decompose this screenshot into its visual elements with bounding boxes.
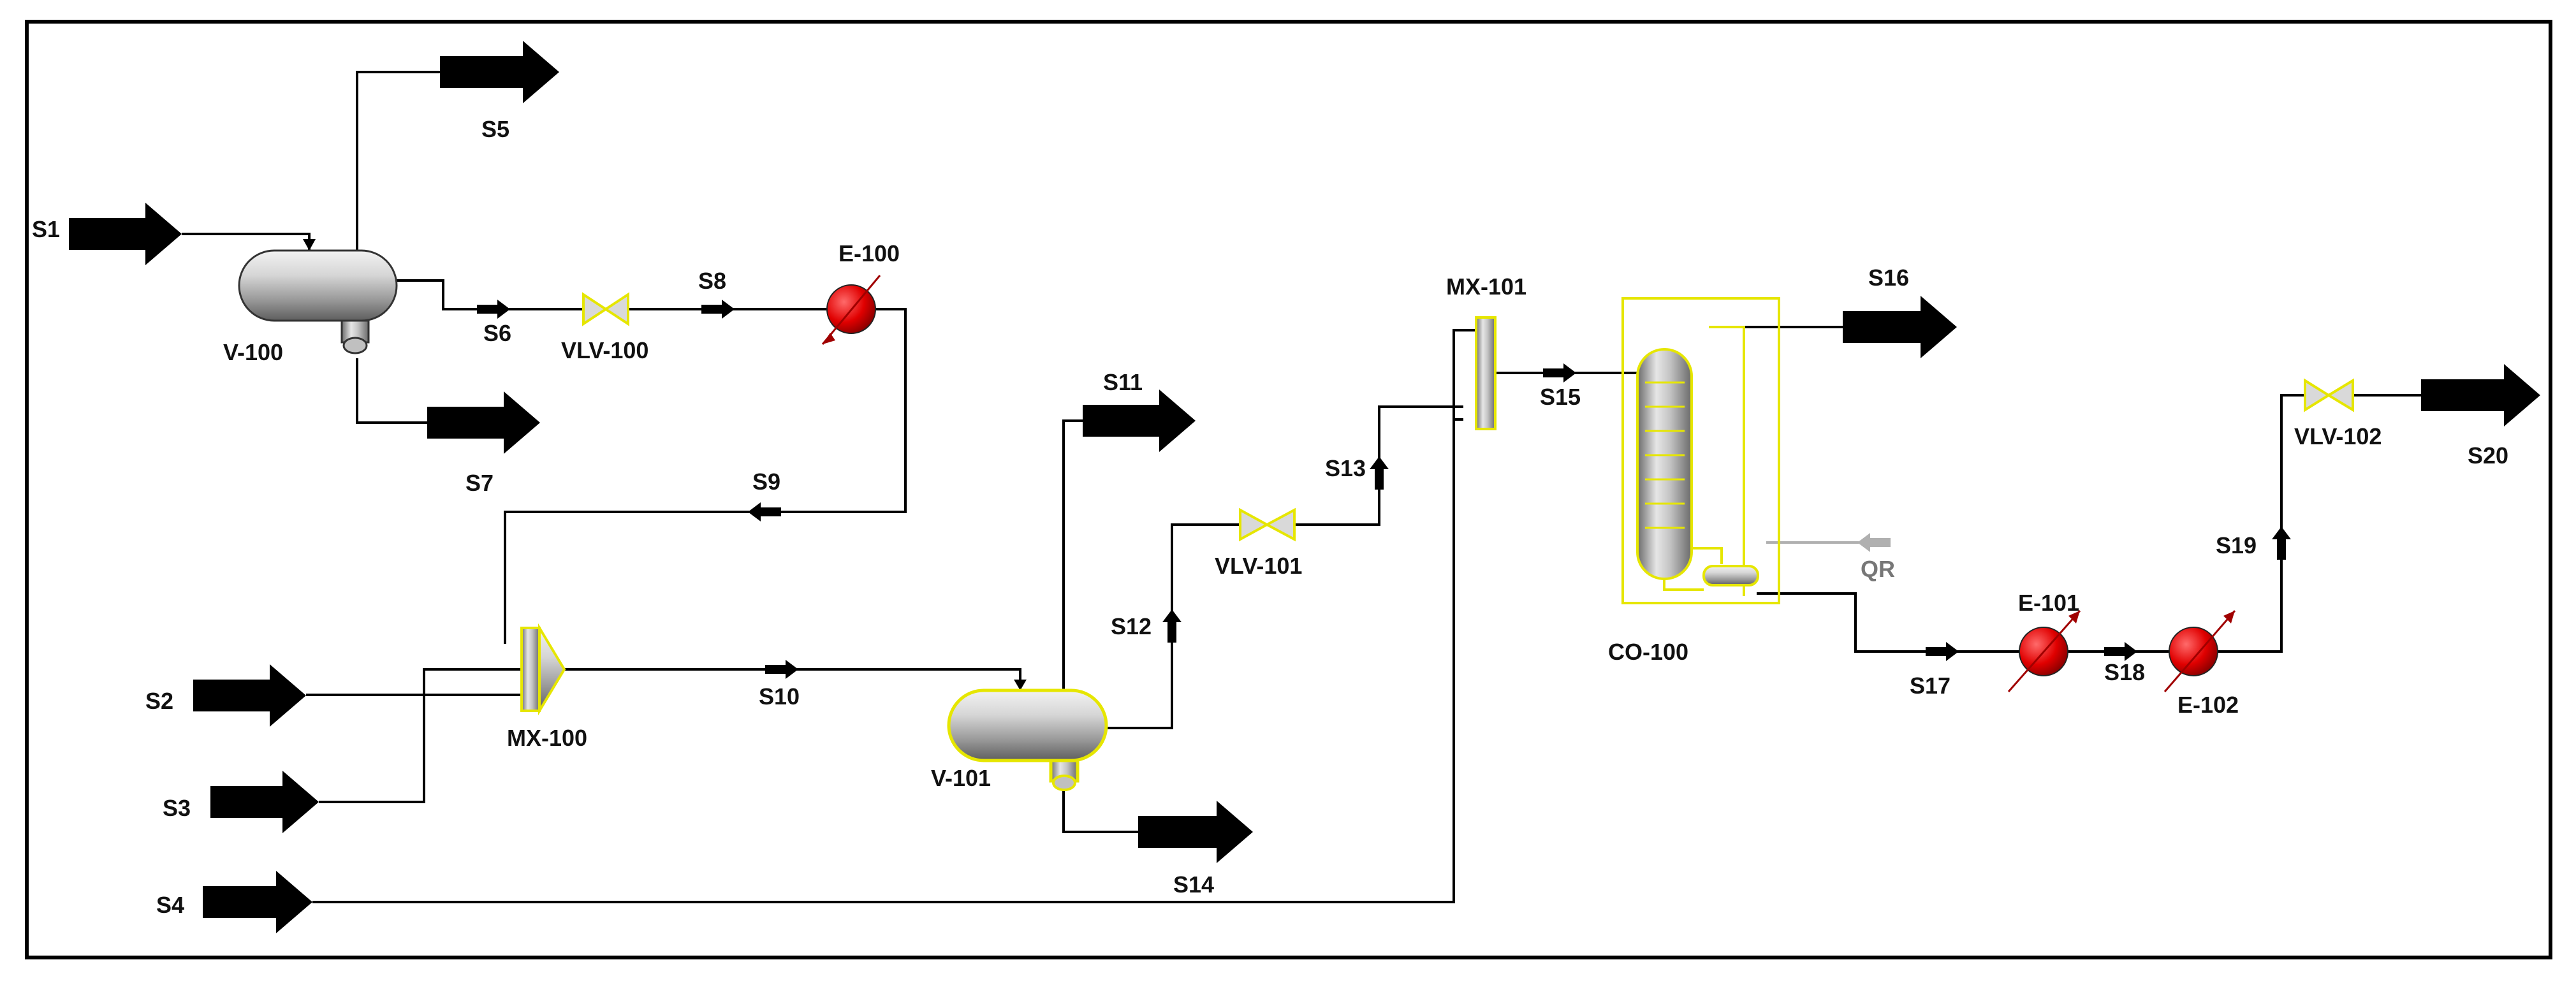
label-vlv101: VLV-101 [1215, 553, 1302, 579]
reboiler-feed-line [1663, 579, 1704, 591]
s14-stream-arrow[interactable] [1138, 801, 1253, 863]
label-s7: S7 [465, 470, 494, 496]
label-s1: S1 [32, 216, 60, 242]
label-mx100: MX-100 [507, 725, 587, 751]
s17-flow-arrow [1926, 642, 1959, 661]
stream-line-s5[interactable] [356, 71, 440, 251]
s7-stream-arrow[interactable] [427, 391, 540, 454]
stream-line-s4[interactable] [312, 418, 1463, 903]
stream-line-s19[interactable] [2218, 394, 2305, 653]
label-s10: S10 [759, 683, 800, 710]
label-s2: S2 [145, 688, 173, 714]
label-e100: E-100 [838, 240, 900, 266]
stream-line-s14[interactable] [1062, 779, 1138, 833]
separator-v101[interactable] [947, 688, 1108, 791]
s6-flow-arrow [477, 300, 510, 319]
s18-flow-arrow [2104, 642, 2137, 661]
unit-labels: V-100 VLV-100 E-100 MX-100 V-101 VLV-101… [223, 240, 2382, 791]
mixer-mx100[interactable] [520, 623, 566, 716]
mixer-mx101[interactable] [1475, 316, 1497, 430]
heater-e102[interactable] [2163, 610, 2236, 692]
label-vlv100: VLV-100 [561, 337, 648, 363]
label-v100: V-100 [223, 339, 283, 365]
column-co100[interactable] [1621, 297, 1780, 604]
label-s12: S12 [1111, 613, 1152, 639]
s10-inlet-arrowhead [1014, 680, 1027, 690]
s1-inlet-arrowhead [303, 239, 316, 251]
stream-line-s3[interactable] [319, 668, 522, 803]
s5-stream-arrow[interactable] [440, 41, 559, 103]
qr-flow-arrow [1857, 533, 1891, 552]
valve-vlv102[interactable] [2304, 378, 2354, 412]
stream-flow-arrows [303, 239, 2291, 690]
s1-stream-arrow[interactable] [69, 203, 182, 265]
stream-line-mx101-feed [1453, 329, 1476, 419]
stream-line-s7[interactable] [356, 358, 427, 424]
heater-e100[interactable] [821, 275, 881, 345]
label-s9: S9 [752, 469, 780, 495]
stream-labels: S1 S5 S6 S7 S8 S9 S2 S3 S4 S10 S11 S12 S… [32, 116, 2508, 918]
stream-line-s11[interactable] [1062, 419, 1083, 690]
s4-stream-arrow[interactable] [203, 871, 312, 933]
label-v101: V-101 [931, 765, 991, 791]
label-s13: S13 [1325, 455, 1366, 481]
diagram-frame [25, 20, 2552, 959]
label-co100: CO-100 [1608, 639, 1688, 665]
label-s18: S18 [2104, 659, 2145, 685]
heater-e101[interactable] [2007, 610, 2081, 692]
label-s6: S6 [483, 320, 511, 346]
material-stream-arrows [69, 41, 2540, 933]
s8-flow-arrow [701, 300, 735, 319]
label-s3: S3 [163, 795, 191, 821]
valve-vlv101[interactable] [1239, 507, 1296, 542]
label-s19: S19 [2216, 532, 2257, 558]
s3-stream-arrow[interactable] [210, 771, 319, 833]
label-mx101: MX-101 [1446, 273, 1526, 300]
stream-line-s17[interactable] [1757, 592, 2021, 653]
s2-stream-arrow[interactable] [193, 664, 306, 727]
condenser-loop [1709, 326, 1745, 596]
label-s15: S15 [1540, 384, 1581, 410]
s12-flow-arrow [1162, 609, 1182, 643]
label-s20: S20 [2468, 442, 2508, 469]
s9-flow-arrow [748, 502, 781, 521]
label-s5: S5 [481, 116, 509, 142]
column-trays [1645, 381, 1685, 529]
label-s8: S8 [698, 268, 726, 294]
label-s16: S16 [1868, 265, 1909, 291]
stream-line-s1[interactable] [182, 233, 311, 251]
s20-stream-arrow[interactable] [2421, 364, 2540, 426]
stream-line-s9[interactable] [504, 308, 907, 644]
label-s11: S11 [1103, 369, 1143, 395]
stream-lines [182, 71, 2421, 903]
label-vlv102: VLV-102 [2294, 423, 2382, 449]
s13-flow-arrow [1370, 456, 1389, 490]
label-qr: QR [1861, 556, 1895, 582]
separator-v100[interactable] [238, 249, 398, 354]
label-e102: E-102 [2177, 692, 2239, 718]
stream-line-s6[interactable] [397, 279, 583, 310]
label-s4: S4 [156, 892, 184, 918]
s10-flow-arrow [765, 660, 798, 679]
s15-flow-arrow [1543, 363, 1576, 382]
reboiler [1702, 565, 1759, 586]
s11-stream-arrow[interactable] [1083, 390, 1196, 452]
column-selection-box [1621, 297, 1780, 604]
valve-vlv100[interactable] [582, 292, 629, 326]
label-e101: E-101 [2018, 590, 2079, 616]
s16-stream-arrow[interactable] [1843, 296, 1957, 358]
s19-flow-arrow [2272, 527, 2291, 560]
reboiler-return-line [1692, 547, 1723, 564]
label-s17: S17 [1910, 673, 1950, 699]
label-s14: S14 [1173, 871, 1214, 898]
